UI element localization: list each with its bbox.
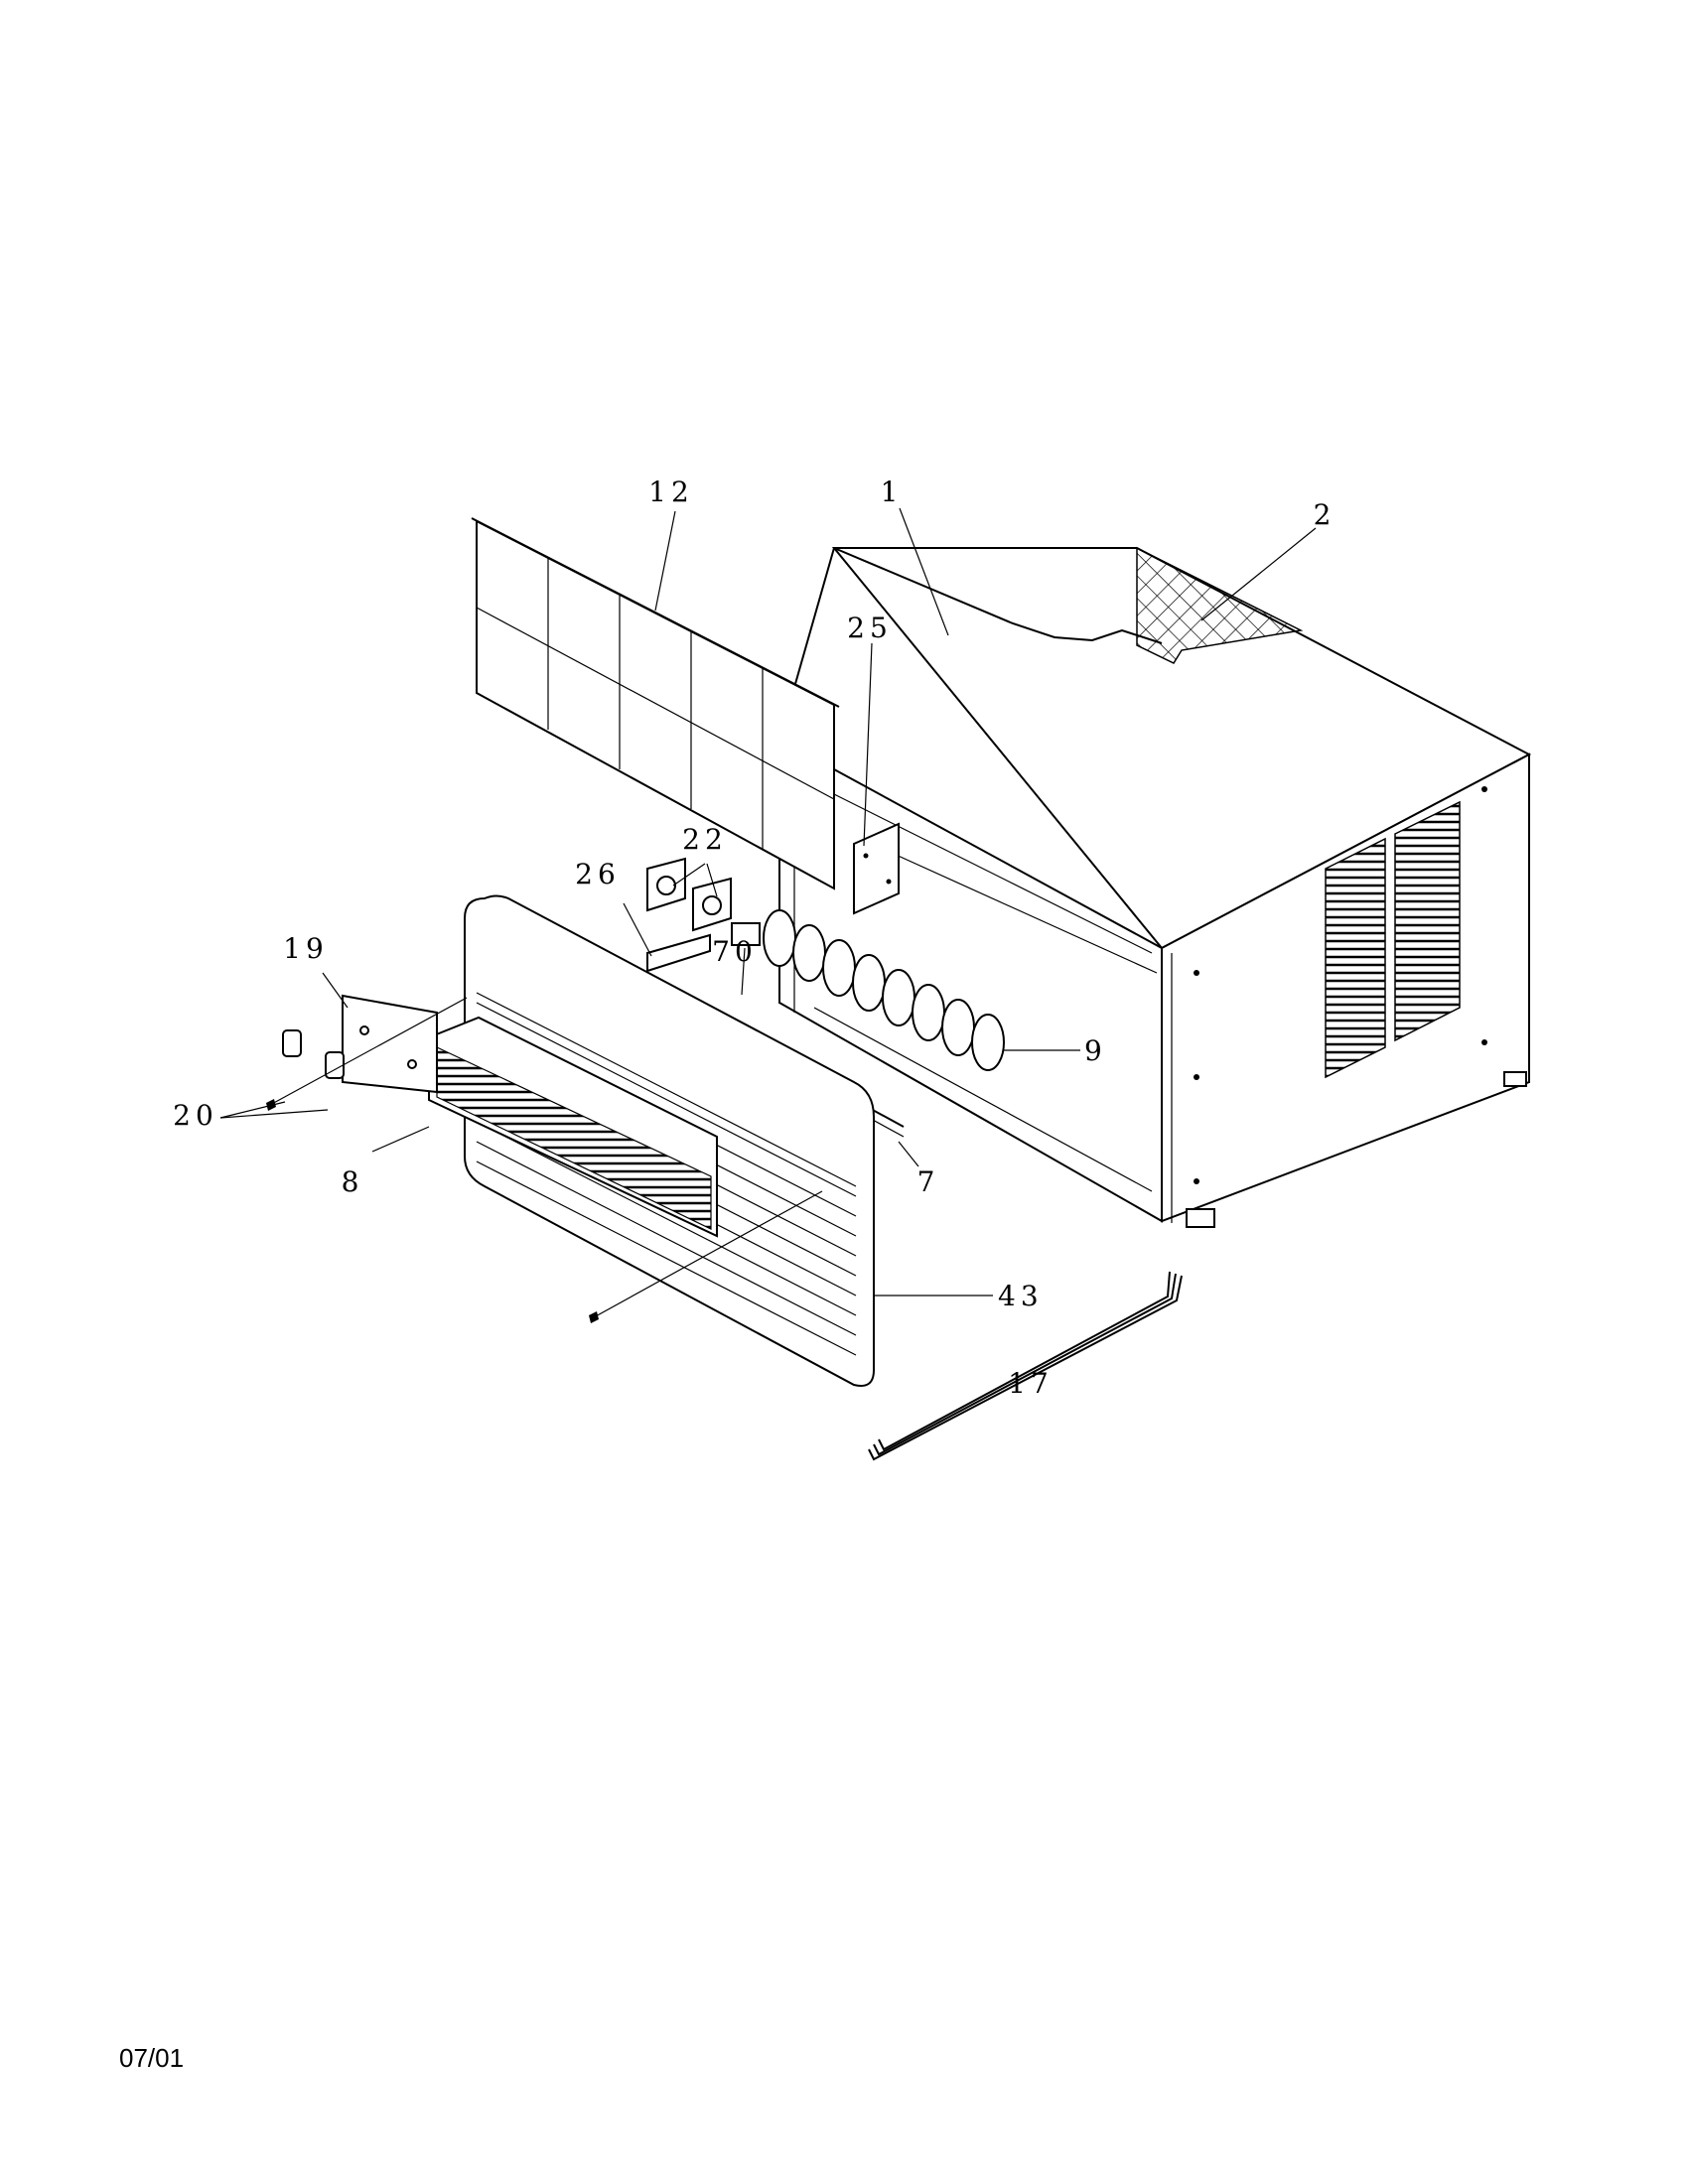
selector-switch[interactable] — [731, 922, 761, 946]
access-panel — [342, 994, 438, 1094]
callout-9: 9 — [1084, 1034, 1107, 1067]
side-louvers-rear — [1394, 800, 1461, 1042]
callout-17: 17 — [1008, 1367, 1054, 1400]
louver-blades — [763, 909, 1005, 1071]
leader-lines — [219, 507, 1317, 1318]
retaining-clip-lower — [325, 1051, 345, 1079]
side-louvers-front — [1325, 837, 1386, 1079]
callout-7: 7 — [917, 1165, 940, 1198]
air-filter — [471, 517, 840, 890]
document-revision-code: 07/01 — [119, 2043, 185, 2073]
control-knob-left[interactable] — [646, 857, 686, 912]
callout-8: 8 — [342, 1165, 364, 1198]
control-panel-board — [853, 822, 900, 915]
callout-2: 2 — [1314, 498, 1336, 531]
control-bracket — [646, 933, 711, 973]
callout-25: 25 — [847, 612, 893, 644]
control-knob-right[interactable] — [692, 877, 732, 932]
callout-70: 70 — [712, 935, 758, 968]
callout-1: 1 — [881, 476, 904, 508]
rear-mesh-screen — [1136, 546, 1304, 664]
callout-20: 20 — [173, 1099, 218, 1132]
retaining-clip-upper — [282, 1029, 302, 1057]
callout-12: 12 — [648, 476, 694, 508]
callout-19: 19 — [283, 932, 329, 965]
side-seal-strip — [868, 1271, 1183, 1461]
callout-22: 22 — [682, 823, 728, 856]
callout-26: 26 — [575, 858, 621, 890]
callout-43: 43 — [998, 1280, 1044, 1312]
